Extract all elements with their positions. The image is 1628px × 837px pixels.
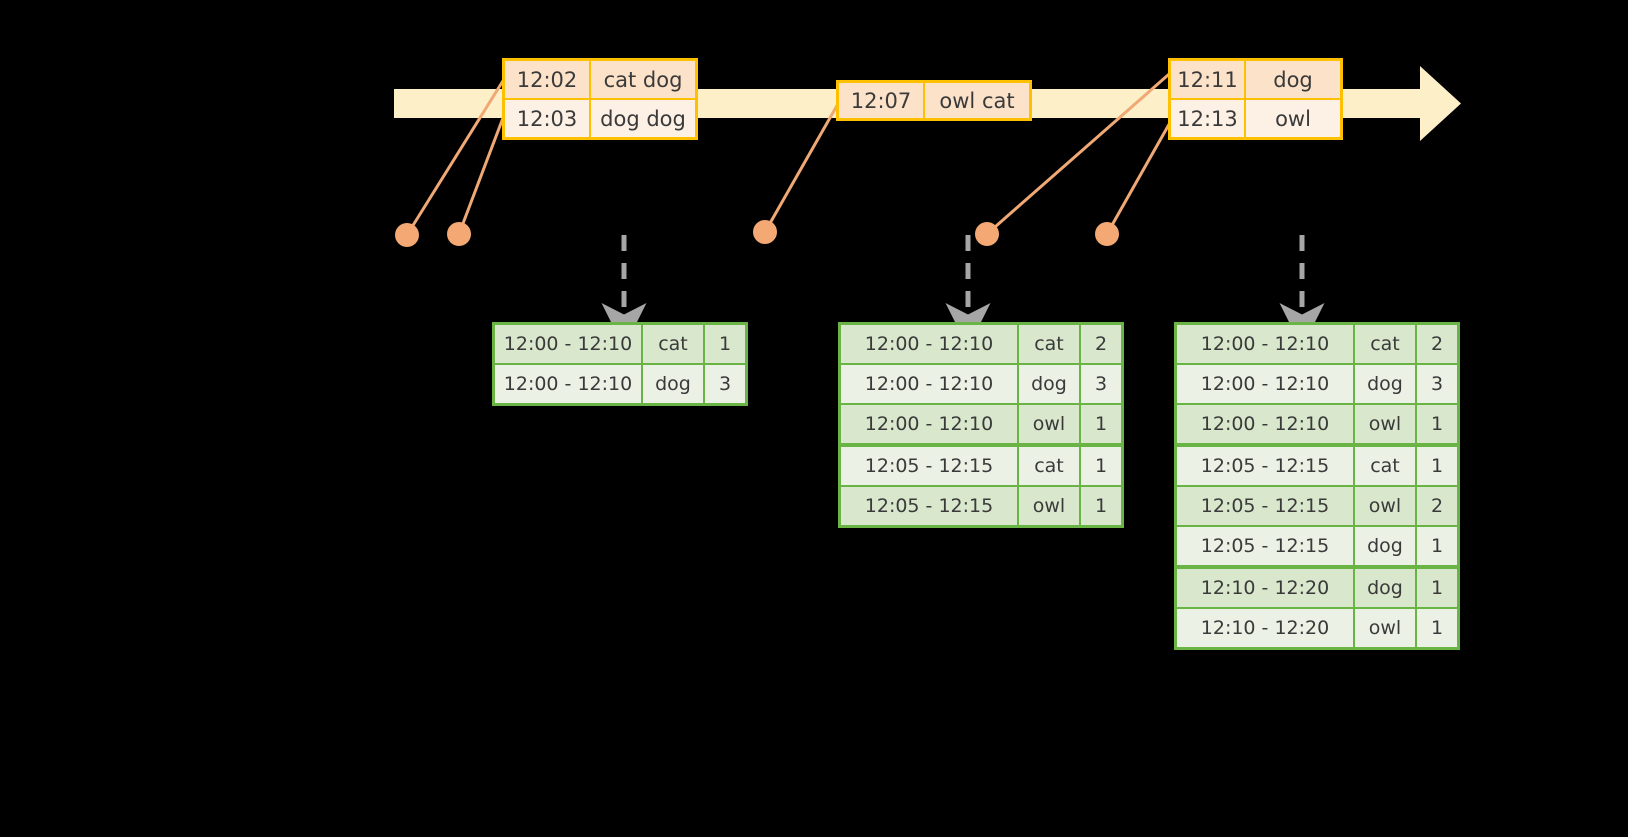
cell-count: 1 [1417, 405, 1457, 443]
cell-count: 1 [705, 325, 745, 363]
cell-window: 12:10 - 12:20 [1177, 569, 1355, 607]
event-timestamp: 12:13 [1171, 100, 1246, 137]
cell-count: 2 [1417, 487, 1457, 525]
cell-count: 1 [1417, 447, 1457, 485]
event-timestamp: 12:11 [1171, 61, 1246, 98]
cell-count: 1 [1417, 569, 1457, 607]
cell-key: owl [1019, 487, 1081, 525]
cell-window: 12:00 - 12:10 [841, 405, 1019, 443]
event-words: owl cat [925, 83, 1029, 118]
event-words: dog [1246, 61, 1340, 98]
dot-1 [395, 223, 419, 247]
dot-5 [1095, 222, 1119, 246]
connector-1 [405, 66, 513, 237]
cell-count: 3 [1081, 365, 1121, 403]
cell-window: 12:00 - 12:10 [495, 325, 643, 363]
event-timestamp: 12:07 [839, 83, 925, 118]
cell-window: 12:00 - 12:10 [1177, 405, 1355, 443]
cell-key: cat [1019, 447, 1081, 485]
event-words: cat dog [591, 61, 695, 98]
connector-3 [763, 86, 849, 234]
cell-key: cat [1355, 447, 1417, 485]
cell-count: 1 [1081, 405, 1121, 443]
cell-window: 12:10 - 12:20 [1177, 609, 1355, 647]
connector-4 [985, 66, 1178, 236]
cell-key: owl [1355, 487, 1417, 525]
dot-2 [447, 222, 471, 246]
cell-key: owl [1355, 609, 1417, 647]
cell-key: owl [1019, 405, 1081, 443]
cell-window: 12:05 - 12:15 [1177, 487, 1355, 525]
cell-window: 12:00 - 12:10 [1177, 325, 1355, 363]
cell-window: 12:00 - 12:10 [495, 365, 643, 403]
cell-key: cat [1019, 325, 1081, 363]
event-timestamp: 12:03 [505, 100, 591, 137]
cell-key: dog [1355, 365, 1417, 403]
cell-window: 12:05 - 12:15 [841, 487, 1019, 525]
cell-count: 2 [1081, 325, 1121, 363]
event-words: owl [1246, 100, 1340, 137]
event-words: dog dog [591, 100, 695, 137]
cell-count: 1 [1417, 527, 1457, 565]
cell-count: 1 [1081, 487, 1121, 525]
cell-count: 2 [1417, 325, 1457, 363]
dot-4 [975, 222, 999, 246]
cell-window: 12:05 - 12:15 [1177, 527, 1355, 565]
cell-key: dog [1355, 527, 1417, 565]
connector-2 [457, 108, 508, 236]
cell-count: 3 [1417, 365, 1457, 403]
cell-key: cat [1355, 325, 1417, 363]
cell-key: dog [1019, 365, 1081, 403]
cell-key: dog [643, 365, 705, 403]
event-origin-dots [395, 220, 1119, 247]
cell-window: 12:00 - 12:10 [841, 365, 1019, 403]
cell-window: 12:00 - 12:10 [1177, 365, 1355, 403]
event-timestamp: 12:02 [505, 61, 591, 98]
cell-key: dog [1355, 569, 1417, 607]
cell-count: 3 [705, 365, 745, 403]
connector-5 [1105, 110, 1178, 236]
dot-3 [753, 220, 777, 244]
cell-window: 12:05 - 12:15 [841, 447, 1019, 485]
cell-key: cat [643, 325, 705, 363]
cell-window: 12:00 - 12:10 [841, 325, 1019, 363]
event-connector-lines [405, 66, 1178, 237]
state-update-arrows [601, 235, 1325, 348]
cell-count: 1 [1081, 447, 1121, 485]
cell-count: 1 [1417, 609, 1457, 647]
cell-key: owl [1355, 405, 1417, 443]
cell-window: 12:05 - 12:15 [1177, 447, 1355, 485]
